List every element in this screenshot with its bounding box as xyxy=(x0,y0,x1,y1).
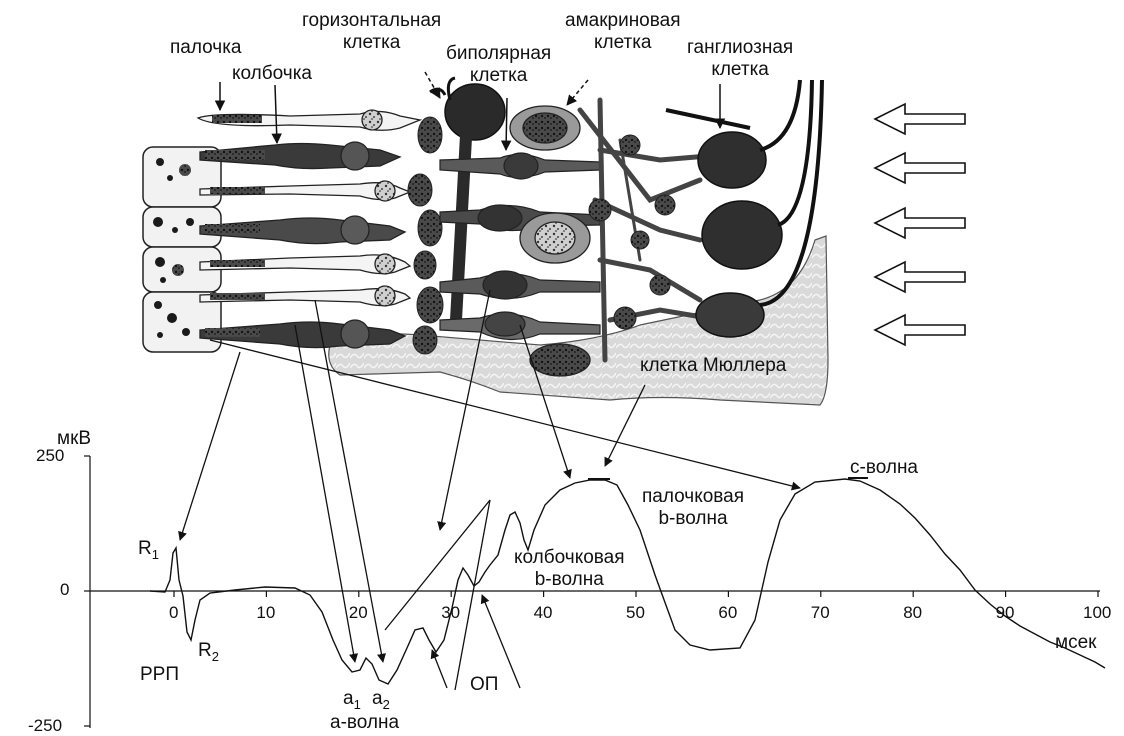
label-a-wave: а-волна xyxy=(330,712,399,734)
photoreceptors xyxy=(198,110,420,348)
x-tick-label: 50 xyxy=(626,603,645,623)
label-r2: R2 xyxy=(198,640,219,668)
label-muller-cell: клетка Мюллера xyxy=(640,355,786,377)
x-tick-label: 80 xyxy=(903,603,922,623)
x-tick-label: 10 xyxy=(256,603,275,623)
label-rod: палочка xyxy=(170,37,242,59)
label-horizontal-line2: клетка xyxy=(302,32,441,54)
a2-base: a xyxy=(372,688,383,709)
label-rod-b-wave: палочковая b-волна xyxy=(642,486,744,530)
label-horizontal-cell: горизонтальная клетка xyxy=(302,10,441,54)
light-arrows xyxy=(875,104,965,345)
r2-sub: 2 xyxy=(212,649,219,664)
erg-waveform xyxy=(150,479,1105,684)
outer-plexiform-synapses xyxy=(408,117,443,354)
label-ganglion-cell: ганглиозная клетка xyxy=(687,37,793,81)
label-bipolar-line1: биполярная xyxy=(446,43,551,65)
y-tick-minus-250: -250 xyxy=(28,716,62,736)
y-tick-250: 250 xyxy=(36,446,64,466)
label-amacrine-line1: амакриновая xyxy=(565,10,680,32)
x-axis-ticks xyxy=(174,591,1098,597)
label-op: ОП xyxy=(470,674,498,696)
r1-sub: 1 xyxy=(152,547,159,562)
label-rod-b-line1: палочковая xyxy=(642,486,744,508)
label-ganglion-line2: клетка xyxy=(687,59,793,81)
label-r1: R1 xyxy=(138,538,159,566)
label-cone: колбочка xyxy=(232,63,312,85)
a1-sub: 1 xyxy=(354,697,361,712)
x-tick-label: 60 xyxy=(718,603,737,623)
label-amacrine-line2: клетка xyxy=(565,32,680,54)
light-arrow-icon xyxy=(875,262,965,292)
label-erp: РРП xyxy=(140,664,179,686)
label-cone-b-wave: колбочковая b-волна xyxy=(514,547,625,591)
label-cone-b-line2: b-волна xyxy=(514,569,625,591)
a1-base: a xyxy=(343,688,354,709)
label-horizontal-line1: горизонтальная xyxy=(302,10,441,32)
x-tick-label: 70 xyxy=(811,603,830,623)
light-arrow-icon xyxy=(875,104,965,134)
y-tick-0: 0 xyxy=(60,580,69,600)
retina-illustration xyxy=(143,72,965,405)
r1-base: R xyxy=(138,538,152,559)
x-tick-label: 20 xyxy=(349,603,368,623)
x-tick-label: 30 xyxy=(441,603,460,623)
light-arrow-icon xyxy=(875,315,965,345)
light-arrow-icon xyxy=(875,153,965,183)
label-c-wave: с-волна xyxy=(850,457,918,479)
x-axis-unit: мсек xyxy=(1055,632,1096,654)
a2-sub: 2 xyxy=(383,697,390,712)
label-amacrine-cell: амакриновая клетка xyxy=(565,10,680,54)
optic-nerve-fibers xyxy=(666,80,822,305)
x-tick-label: 0 xyxy=(169,603,178,623)
x-tick-label: 90 xyxy=(996,603,1015,623)
label-rod-b-line2: b-волна xyxy=(642,508,744,530)
erg-axes xyxy=(84,456,1100,728)
x-tick-label: 40 xyxy=(534,603,553,623)
label-cone-b-line1: колбочковая xyxy=(514,547,625,569)
pigment-epithelium xyxy=(143,147,221,352)
label-bipolar-line2: клетка xyxy=(446,65,551,87)
x-tick-label: 100 xyxy=(1083,603,1111,623)
label-ganglion-line1: ганглиозная xyxy=(687,37,793,59)
r2-base: R xyxy=(198,640,212,661)
light-arrow-icon xyxy=(875,208,965,238)
label-bipolar-cell: биполярная клетка xyxy=(446,43,551,87)
